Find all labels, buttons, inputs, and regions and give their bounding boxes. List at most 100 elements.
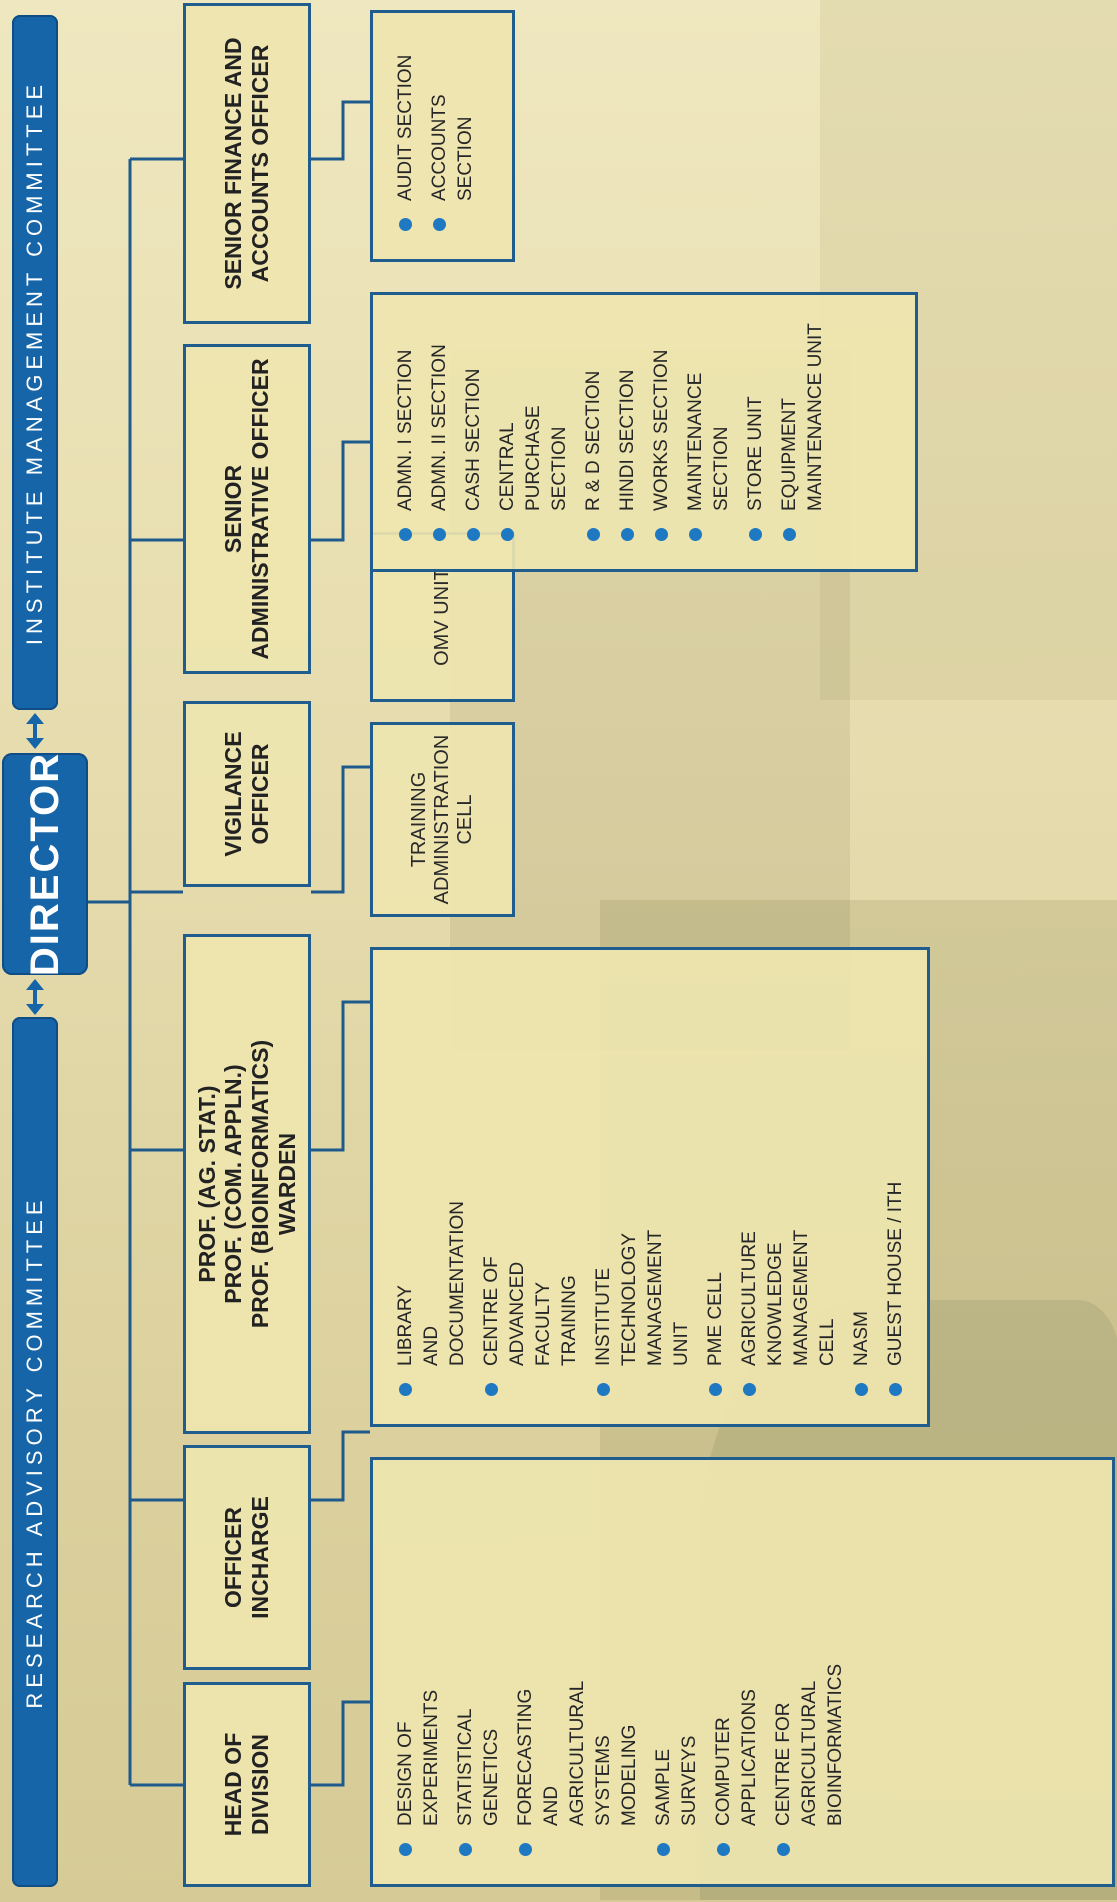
list-item-label: CASH SECTION — [463, 368, 484, 511]
list-item: CENTRE FOR AGRICULTURAL BIOINFORMATICS — [771, 1474, 849, 1856]
bullet-icon — [777, 1843, 790, 1856]
list-item: CENTRAL PURCHASE SECTION — [495, 309, 573, 541]
bullet-icon — [399, 1843, 412, 1856]
double-arrow-icon — [20, 711, 50, 751]
list-item: R & D SECTION — [581, 309, 607, 541]
bullet-icon — [709, 1383, 722, 1396]
officer-line: SENIOR — [220, 464, 247, 554]
list-item: CENTRE OF ADVANCED FACULTY TRAINING — [479, 964, 583, 1396]
list-item-label: AUDIT SECTION — [395, 54, 416, 201]
officer-senior-administrative: SENIOR ADMINISTRATIVE OFFICER — [183, 344, 311, 674]
list-item-label: AGRICULTURE KNOWLEDGE MANAGEMENT CELL — [739, 1229, 838, 1366]
list-item: AGRICULTURE KNOWLEDGE MANAGEMENT CELL — [737, 964, 841, 1396]
list-item: ADMN. I SECTION — [393, 309, 419, 541]
list-item-label: HINDI SECTION — [617, 369, 638, 511]
officer-line: SENIOR FINANCE AND — [220, 37, 247, 290]
bullet-icon — [717, 1843, 730, 1856]
list-item: GUEST HOUSE / ITH — [883, 964, 909, 1396]
bullet-icon — [519, 1843, 532, 1856]
list-item-label: LIBRARY AND DOCUMENTATION — [395, 1200, 468, 1366]
officer-incharge: OFFICER INCHARGE — [183, 1445, 311, 1670]
list-item: NASM — [849, 964, 875, 1396]
officer-professors-warden: PROF. (AG. STAT.) PROF. (COM. APPLN.) PR… — [183, 934, 311, 1434]
double-arrow-icon — [20, 977, 50, 1017]
officer-line: HEAD OF — [220, 1732, 247, 1837]
bullet-icon — [399, 1383, 412, 1396]
bullet-icon — [399, 218, 412, 231]
officer-line: WARDEN — [273, 1132, 300, 1236]
list-item: CASH SECTION — [461, 309, 487, 541]
bullet-icon — [783, 528, 796, 541]
list-item: COMPUTER APPLICATIONS — [711, 1474, 763, 1856]
list-item: HINDI SECTION — [615, 309, 641, 541]
bullet-icon — [621, 528, 634, 541]
list-item: EQUIPMENT MAINTENANCE UNIT — [777, 309, 829, 541]
institute-management-committee: INSTITUTE MANAGEMENT COMMITTEE — [12, 15, 58, 710]
officer-vigilance: VIGILANCE OFFICER — [183, 701, 311, 887]
list-item-label: SAMPLE SURVEYS — [653, 1735, 700, 1826]
officer-line: OFFICER — [247, 743, 273, 845]
list-item: STATISTICAL GENETICS — [453, 1474, 505, 1856]
list-item-label: STORE UNIT — [745, 396, 766, 511]
list-item: FORECASTING AND AGRICULTURAL SYSTEMS MOD… — [513, 1474, 643, 1856]
bullet-icon — [459, 1843, 472, 1856]
list-item-label: NASM — [851, 1311, 872, 1366]
admin-list-box: ADMN. I SECTION ADMN. II SECTION CASH SECT… — [370, 292, 918, 572]
list-item-label: GUEST HOUSE / ITH — [885, 1181, 906, 1366]
list-item-label: WORKS SECTION — [651, 349, 672, 511]
list-item-label: ACCOUNTS SECTION — [429, 94, 476, 201]
list-item: AUDIT SECTION — [393, 27, 419, 231]
finance-list-box: AUDIT SECTION ACCOUNTS SECTION — [370, 10, 515, 262]
unit-line: CELL — [454, 794, 476, 845]
list-item-label: CENTRE FOR AGRICULTURAL BIOINFORMATICS — [773, 1663, 846, 1826]
bullet-icon — [689, 528, 702, 541]
training-administration-cell: TRAINING ADMINISTRATION CELL — [370, 722, 515, 917]
research-advisory-committee: RESEARCH ADVISORY COMMITTEE — [12, 1017, 58, 1887]
list-item-label: STATISTICAL GENETICS — [455, 1708, 502, 1826]
list-item: LIBRARY AND DOCUMENTATION — [393, 964, 471, 1396]
bullet-icon — [597, 1383, 610, 1396]
bullet-icon — [399, 528, 412, 541]
bullet-icon — [743, 1383, 756, 1396]
list-item: INSTITUTE TECHNOLOGY MANAGEMENT UNIT — [591, 964, 695, 1396]
list-item: ADMN. II SECTION — [427, 309, 453, 541]
officer-line: ADMINISTRATIVE OFFICER — [247, 358, 273, 660]
list-item-label: COMPUTER APPLICATIONS — [713, 1689, 760, 1826]
officer-line: DIVISION — [247, 1734, 273, 1835]
list-item: PME CELL — [703, 964, 729, 1396]
officer-line: PROF. (AG. STAT.) — [193, 1085, 220, 1283]
list-item-label: CENTRAL PURCHASE SECTION — [497, 405, 570, 511]
list-item-label: ADMN. II SECTION — [429, 344, 450, 511]
officer-line: VIGILANCE — [220, 731, 247, 857]
officer-head-of-division: HEAD OF DIVISION — [183, 1682, 311, 1887]
bullet-icon — [749, 528, 762, 541]
director-box: DIRECTOR — [2, 752, 88, 976]
list-item-label: MAINTENANCE SECTION — [685, 372, 732, 511]
list-item: SAMPLE SURVEYS — [651, 1474, 703, 1856]
officer-line: OFFICER — [220, 1507, 247, 1608]
bullet-icon — [485, 1383, 498, 1396]
officer-line: ACCOUNTS OFFICER — [247, 44, 273, 283]
officer-senior-finance: SENIOR FINANCE AND ACCOUNTS OFFICER — [183, 3, 311, 324]
bullet-icon — [855, 1383, 868, 1396]
list-item-label: CENTRE OF ADVANCED FACULTY TRAINING — [481, 1256, 580, 1366]
bullet-icon — [889, 1383, 902, 1396]
list-item-label: PME CELL — [705, 1272, 726, 1366]
bullet-icon — [433, 528, 446, 541]
unit-line: TRAINING — [408, 771, 430, 868]
bullet-icon — [587, 528, 600, 541]
list-item: ACCOUNTS SECTION — [427, 27, 479, 231]
list-item-label: INSTITUTE TECHNOLOGY MANAGEMENT UNIT — [593, 1229, 692, 1366]
bullet-icon — [501, 528, 514, 541]
officer-line: INCHARGE — [247, 1496, 273, 1619]
list-item: MAINTENANCE SECTION — [683, 309, 735, 541]
list-item-label: R & D SECTION — [583, 370, 604, 511]
list-item: STORE UNIT — [743, 309, 769, 541]
unit-line: OMV UNIT — [431, 568, 453, 666]
list-item-label: FORECASTING AND AGRICULTURAL SYSTEMS MOD… — [515, 1680, 640, 1826]
